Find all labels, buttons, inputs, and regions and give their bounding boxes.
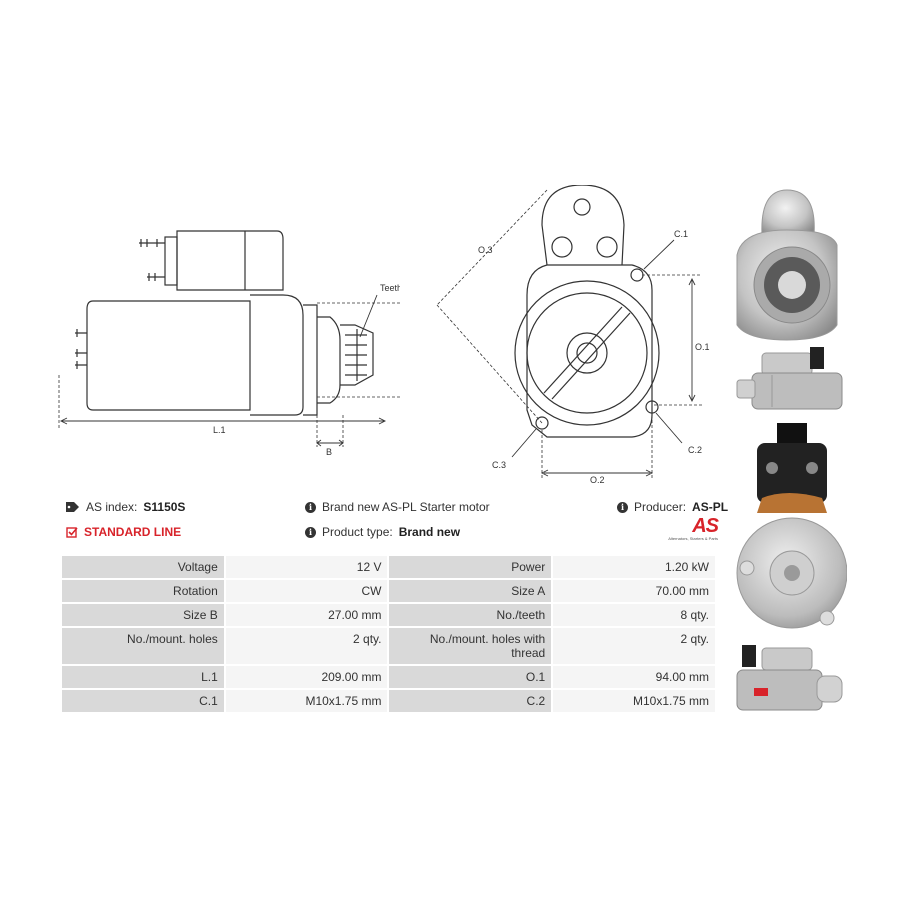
teeth-label: Teeth <box>380 283 400 293</box>
front-view-drawing: O.3 C.1 O.1 C.2 C.3 O.2 <box>436 185 710 485</box>
product-photo-front <box>736 189 838 341</box>
product-photo-bottom <box>736 645 843 711</box>
spec-label-cell: Size B <box>62 604 224 626</box>
dim-c1-label: C.1 <box>674 229 688 239</box>
product-type-value: Brand new <box>398 525 461 539</box>
description-info: i Brand new AS-PL Starter motor <box>305 500 490 514</box>
spec-value-cell: 1.20 kW <box>553 556 715 578</box>
spec-label-cell: O.1 <box>389 666 552 688</box>
line-info: STANDARD LINE <box>66 525 181 539</box>
dim-o1-label: O.1 <box>695 342 710 352</box>
spec-label-cell: Rotation <box>62 580 224 602</box>
spec-value-cell: M10x1.75 mm <box>553 690 715 712</box>
product-type-info: i Product type: Brand new <box>305 525 460 539</box>
dim-l1-label: L.1 <box>213 425 226 435</box>
spec-label-cell: No./mount. holes <box>62 628 224 664</box>
spec-label-cell: L.1 <box>62 666 224 688</box>
info-icon: i <box>305 501 316 513</box>
info-icon: i <box>305 526 316 538</box>
side-view-drawing: Teeth A L.1 B <box>58 230 400 457</box>
spec-label-cell: Size A <box>389 580 552 602</box>
spec-value-cell: 8 qty. <box>553 604 715 626</box>
spec-label-cell: Voltage <box>62 556 224 578</box>
as-index-value: S1150S <box>143 500 186 514</box>
spec-value-cell: 2 qty. <box>225 628 388 664</box>
producer-value: AS-PL <box>692 500 729 514</box>
description-text: Brand new AS-PL Starter motor <box>322 500 490 514</box>
dim-b-label: B <box>326 447 332 457</box>
standard-line-label: STANDARD LINE <box>84 525 182 539</box>
spec-value-cell: CW <box>225 580 388 602</box>
spec-value-cell: 27.00 mm <box>225 604 388 626</box>
spec-label-cell: No./teeth <box>389 604 552 626</box>
logo-text: AS <box>692 515 719 537</box>
spec-value-cell: 2 qty. <box>553 628 715 664</box>
spec-value-cell: 94.00 mm <box>553 666 715 688</box>
spec-label-cell: C.1 <box>62 690 224 712</box>
spec-label-cell: C.2 <box>389 690 552 712</box>
dim-o2-label: O.2 <box>590 475 605 485</box>
dim-o3-label: O.3 <box>478 245 493 255</box>
dim-c3-label: C.3 <box>492 460 506 470</box>
tag-icon <box>66 502 79 512</box>
as-index-info: AS index: S1150S <box>66 500 185 514</box>
product-photo-rear <box>736 423 847 629</box>
dim-c2-label: C.2 <box>688 445 702 455</box>
spec-label-cell: No./mount. holes with thread <box>389 628 552 664</box>
spec-value-cell: 209.00 mm <box>225 666 388 688</box>
spec-label-cell: Power <box>389 556 552 578</box>
spec-value-cell: 12 V <box>225 556 388 578</box>
spec-value-cell: M10x1.75 mm <box>225 690 388 712</box>
checkbox-check-icon <box>66 527 78 538</box>
as-index-label: AS index: <box>86 500 138 514</box>
info-icon: i <box>617 501 628 513</box>
producer-info: i Producer: AS-PL <box>617 500 728 514</box>
product-photo-side <box>736 347 843 410</box>
logo-tagline: Alternators, Starters & Parts <box>668 536 718 541</box>
product-type-label: Product type: <box>322 525 393 539</box>
spec-value-cell: 70.00 mm <box>553 580 715 602</box>
as-logo: AS Alternators, Starters & Parts <box>648 515 719 542</box>
producer-label: Producer: <box>634 500 687 514</box>
